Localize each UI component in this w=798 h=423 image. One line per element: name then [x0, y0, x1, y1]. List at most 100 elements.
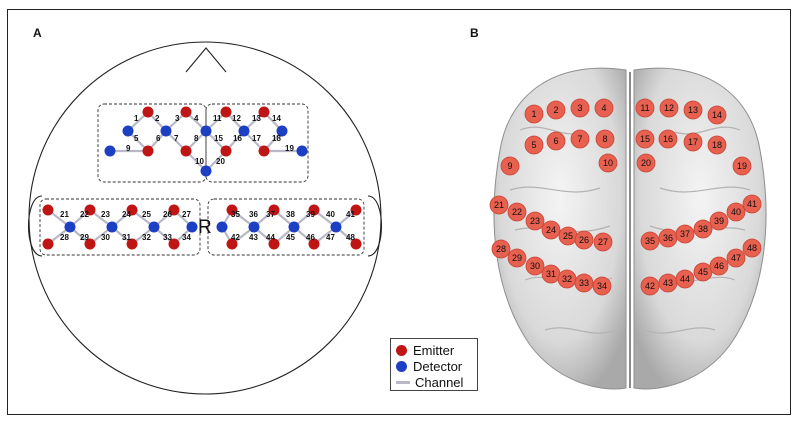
brain-channel-marker-14 — [707, 105, 727, 125]
emitter-e2 — [180, 106, 192, 118]
legend: Emitter Detector Channel — [390, 338, 478, 391]
detector-swatch-icon — [396, 360, 407, 372]
brain-channel-marker-24 — [541, 220, 561, 240]
emitter-e8 — [258, 145, 270, 157]
brain-channel-marker-11 — [635, 98, 655, 118]
channel-number-34: 34 — [182, 233, 191, 242]
brain-channel-marker-1 — [524, 104, 544, 124]
channel-number-10: 10 — [195, 157, 204, 166]
channel-number-29: 29 — [80, 233, 89, 242]
brain-channel-number-33: 33 — [579, 278, 589, 288]
brain-channel-number-6: 6 — [553, 136, 558, 146]
brain-channel-number-7: 7 — [577, 134, 582, 144]
emitter-e18 — [268, 204, 280, 216]
legend-emitter: Emitter — [396, 342, 454, 358]
detector-d15 — [288, 221, 300, 233]
brain-channel-marker-33 — [574, 273, 594, 293]
detector-d13 — [216, 221, 228, 233]
detector-d14 — [248, 221, 260, 233]
brain-channel-number-40: 40 — [731, 207, 741, 217]
brain-channel-number-39: 39 — [714, 216, 724, 226]
channel-number-30: 30 — [101, 233, 110, 242]
emitter-swatch-icon — [396, 344, 407, 356]
channel-number-46: 46 — [306, 233, 315, 242]
brain-channel-number-20: 20 — [641, 158, 651, 168]
emitter-e6 — [180, 145, 192, 157]
brain-channel-marker-39 — [709, 211, 729, 231]
brain-channel-number-44: 44 — [680, 274, 690, 284]
channel-number-43: 43 — [249, 233, 258, 242]
brain-channel-number-5: 5 — [531, 140, 536, 150]
channel-number-1: 1 — [134, 114, 139, 123]
channel-number-9: 9 — [126, 144, 131, 153]
brain-channel-number-27: 27 — [598, 237, 608, 247]
brain-channel-marker-15 — [635, 129, 655, 149]
channel-number-19: 19 — [285, 144, 294, 153]
emitter-e12 — [168, 204, 180, 216]
brain-channel-number-24: 24 — [546, 225, 556, 235]
emitter-e17 — [226, 204, 238, 216]
brain-channel-marker-34 — [592, 276, 612, 296]
detector-d6 — [104, 145, 116, 157]
brain-channel-number-32: 32 — [562, 274, 572, 284]
channel-number-12: 12 — [232, 114, 241, 123]
brain-channel-number-9: 9 — [507, 161, 512, 171]
channel-number-15: 15 — [214, 134, 223, 143]
brain-channel-marker-6 — [546, 131, 566, 151]
brain-channel-marker-5 — [524, 135, 544, 155]
brain-channel-number-41: 41 — [747, 199, 757, 209]
detector-d3 — [200, 125, 212, 137]
brain-channel-marker-47 — [726, 248, 746, 268]
brain-channel-number-35: 35 — [645, 236, 655, 246]
channel-number-3: 3 — [175, 114, 180, 123]
channel-number-33: 33 — [163, 233, 172, 242]
brain-channel-number-43: 43 — [663, 278, 673, 288]
channel-number-11: 11 — [213, 114, 222, 123]
brain-channel-marker-4 — [594, 98, 614, 118]
brain-channel-number-3: 3 — [577, 103, 582, 113]
channel-number-28: 28 — [60, 233, 69, 242]
brain-channel-number-16: 16 — [663, 134, 673, 144]
emitter-e3 — [220, 106, 232, 118]
channel-number-42: 42 — [231, 233, 240, 242]
brain-channel-number-29: 29 — [512, 253, 522, 263]
channel-number-8: 8 — [194, 134, 199, 143]
head-outline — [27, 41, 383, 395]
brain-channel-marker-2 — [546, 100, 566, 120]
emitter-e19 — [308, 204, 320, 216]
brain-channel-number-19: 19 — [737, 161, 747, 171]
brain-channel-marker-37 — [675, 224, 695, 244]
channel-number-40: 40 — [326, 210, 335, 219]
brain-channel-marker-20 — [636, 153, 656, 173]
channel-number-26: 26 — [163, 210, 172, 219]
channel-number-22: 22 — [80, 210, 89, 219]
channel-number-18: 18 — [272, 134, 281, 143]
emitter-e24 — [350, 238, 362, 250]
channel-number-2: 2 — [155, 114, 160, 123]
brain-channel-number-45: 45 — [698, 267, 708, 277]
brain-channel-marker-13 — [683, 100, 703, 120]
brain-channel-marker-19 — [732, 156, 752, 176]
legend-channel: Channel — [396, 374, 463, 390]
channel-number-23: 23 — [101, 210, 110, 219]
channel-swatch-icon — [396, 380, 410, 384]
channel-number-41: 41 — [346, 210, 355, 219]
channel-number-6: 6 — [156, 134, 161, 143]
channel-number-4: 4 — [194, 114, 199, 123]
channel-number-20: 20 — [216, 157, 225, 166]
legend-channel-label: Channel — [415, 374, 464, 390]
reference-label: R — [198, 217, 212, 238]
channel-number-16: 16 — [233, 134, 242, 143]
brain-channel-marker-27 — [593, 232, 613, 252]
brain-channel-number-42: 42 — [645, 281, 655, 291]
brain-channel-marker-21 — [489, 195, 509, 215]
channel-number-13: 13 — [252, 114, 261, 123]
detector-d11 — [148, 221, 160, 233]
brain-channel-marker-46 — [709, 256, 729, 276]
legend-emitter-label: Emitter — [413, 342, 455, 358]
detector-d4 — [238, 125, 250, 137]
brain-channel-number-31: 31 — [546, 269, 556, 279]
brain-channel-marker-22 — [507, 202, 527, 222]
detector-d8 — [200, 165, 212, 177]
